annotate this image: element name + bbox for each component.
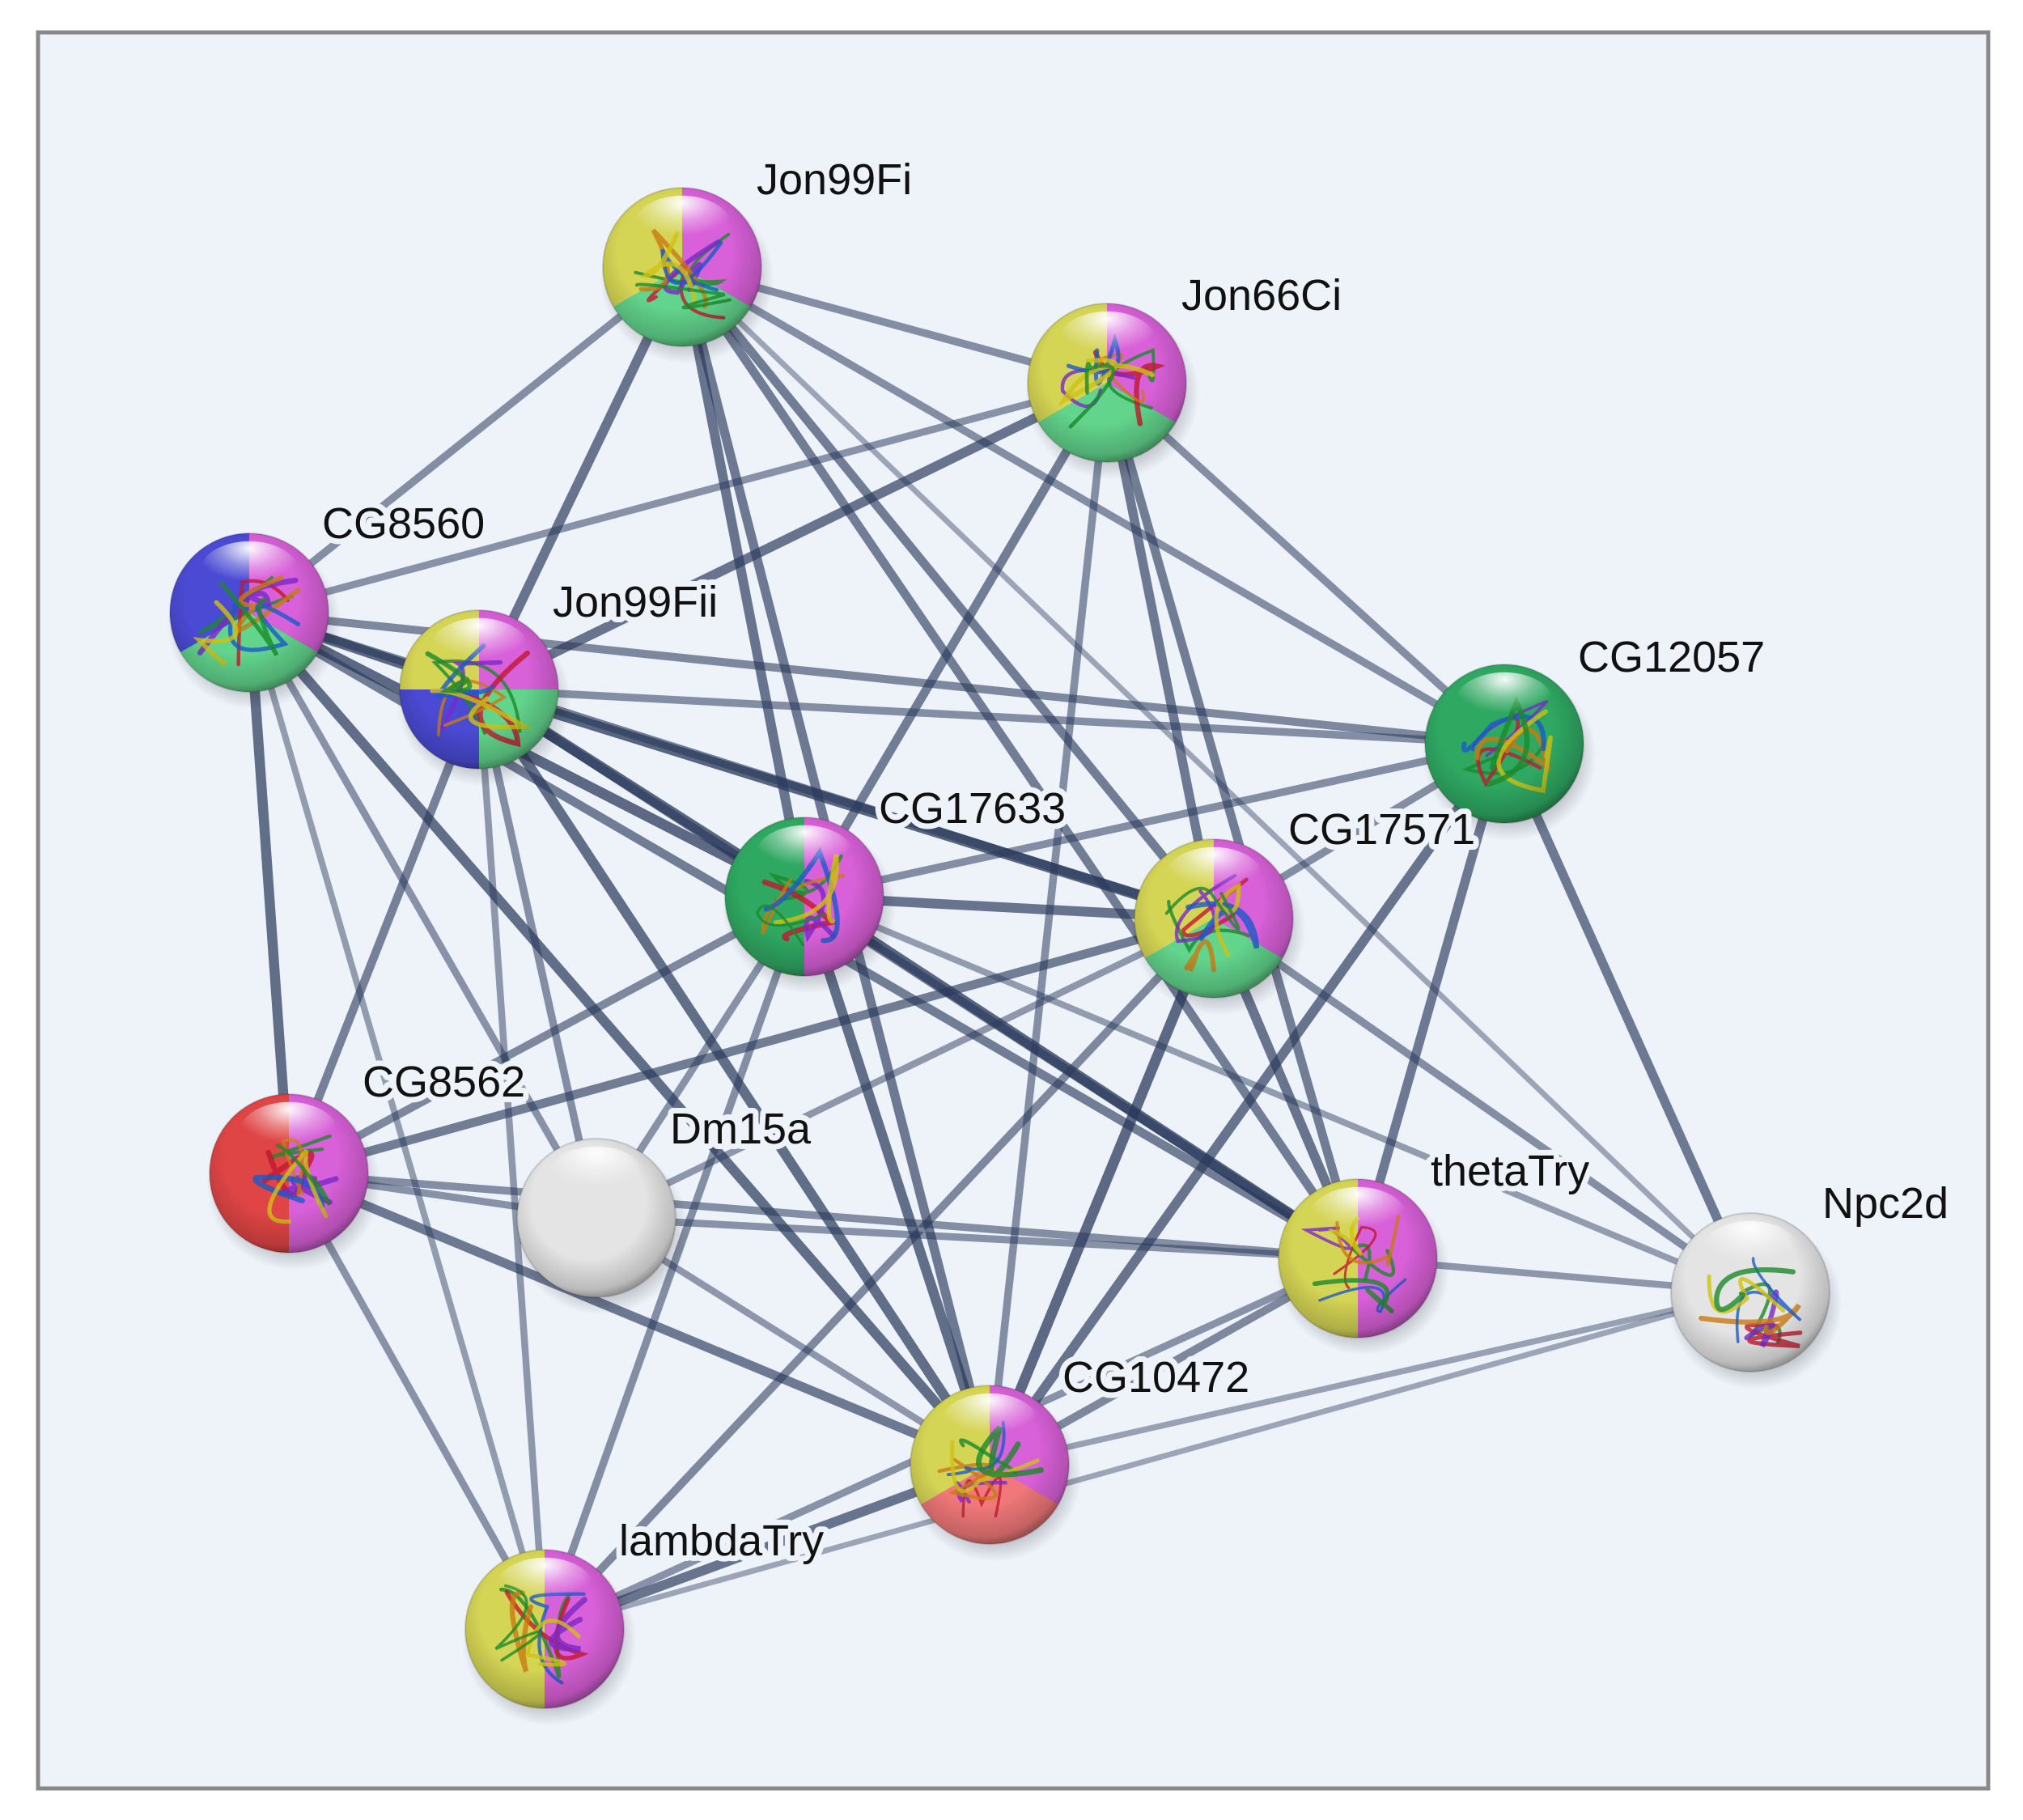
node-body — [725, 817, 884, 976]
node-outline — [724, 817, 884, 977]
node-CG8562[interactable]: CG8562 — [206, 1052, 531, 1271]
edge-CG17633-CG8562[interactable] — [285, 893, 808, 1177]
node-body — [1134, 839, 1293, 998]
node-Jon66Ci[interactable]: Jon66Ci — [1024, 265, 1347, 480]
node-highlight — [755, 825, 854, 886]
node-lambdaTry[interactable]: lambdaTry — [462, 1511, 829, 1726]
edge-CG12057-Npc2d[interactable] — [1499, 739, 1755, 1297]
edge-CG17571-CG10472[interactable] — [984, 913, 1219, 1470]
node-highlight — [240, 1101, 338, 1163]
node-highlight — [1455, 672, 1554, 733]
node-label: CG12057 — [1578, 633, 1765, 681]
node-body — [1425, 664, 1584, 823]
node-label: CG17571 — [1288, 805, 1475, 854]
edge-CG17571-lambdaTry[interactable] — [541, 914, 1218, 1633]
node-outline — [910, 1385, 1070, 1545]
node-outline — [1134, 838, 1294, 999]
edge-CG8560-Dm15a[interactable] — [245, 609, 600, 1222]
node-body — [170, 533, 329, 692]
edge-Jon99Fi-CG17633[interactable] — [677, 262, 809, 902]
node-label: lambdaTry — [619, 1517, 824, 1565]
node-outline — [209, 1093, 369, 1254]
node-highlight — [633, 195, 732, 257]
edge-CG17571-CG8562[interactable] — [284, 914, 1219, 1178]
edge-CG17633-thetaTry[interactable] — [799, 891, 1364, 1264]
node-label: Jon66Ci — [1181, 271, 1342, 320]
node-body — [1279, 1179, 1437, 1338]
node-body — [465, 1550, 624, 1708]
node-outline — [169, 532, 329, 693]
node-label: Dm15a — [670, 1105, 812, 1153]
edge-CG8560-CG10472[interactable] — [244, 607, 995, 1470]
node-outline — [602, 187, 762, 347]
edge-Jon99Fi-CG17571[interactable] — [677, 262, 1219, 923]
edge-CG8562-thetaTry[interactable] — [285, 1169, 1362, 1262]
node-Dm15a[interactable]: Dm15a — [514, 1099, 817, 1315]
node-body — [210, 1094, 368, 1253]
node-outline — [1670, 1212, 1830, 1372]
node-outline — [464, 1549, 625, 1709]
edge-Jon99Fii-CG10472[interactable] — [473, 684, 995, 1470]
node-CG12057[interactable]: CG12057 — [1422, 627, 1771, 841]
edge-CG17571-Npc2d[interactable] — [1210, 914, 1754, 1296]
node-highlight — [1308, 1186, 1407, 1248]
edge-Jon99Fi-CG8560[interactable] — [245, 263, 686, 617]
node-highlight — [430, 617, 528, 679]
edge-Jon66Ci-thetaTry[interactable] — [1102, 378, 1363, 1263]
node-outline — [1278, 1178, 1438, 1338]
edge-Jon66Ci-CG10472[interactable] — [986, 379, 1111, 1469]
edge-Jon99Fii-lambdaTry[interactable] — [475, 685, 549, 1633]
edge-Jon99Fii-CG17571[interactable] — [473, 684, 1219, 924]
edge-CG10472-Npc2d[interactable] — [986, 1289, 1754, 1468]
node-body — [400, 610, 558, 769]
edge-CG17571-Dm15a[interactable] — [592, 914, 1218, 1222]
edge-Jon99Fi-thetaTry[interactable] — [677, 262, 1363, 1263]
edge-CG12057-CG17633[interactable] — [800, 740, 1508, 901]
node-label: CG10472 — [1062, 1353, 1249, 1402]
edge-CG17633-Npc2d[interactable] — [801, 893, 1754, 1296]
node-highlight — [940, 1393, 1039, 1454]
node-label: Jon99Fi — [757, 155, 912, 204]
node-Npc2d[interactable]: Npc2d — [1668, 1173, 1954, 1389]
node-outline — [516, 1138, 676, 1298]
node-CG8560[interactable]: CG8560 — [167, 494, 490, 710]
node-label: Npc2d — [1822, 1179, 1949, 1228]
node-label: CG17633 — [879, 784, 1066, 833]
edge-CG8562-CG10472[interactable] — [284, 1169, 995, 1470]
nodes-layer: Jon99FiJon66CiCG8560Jon99FiiCG12057CG176… — [167, 150, 1954, 1726]
edge-lambdaTry-Npc2d[interactable] — [541, 1289, 1754, 1632]
node-highlight — [1701, 1220, 1800, 1282]
node-highlight — [1164, 846, 1263, 908]
node-highlight — [200, 541, 299, 602]
node-body — [1671, 1213, 1830, 1372]
node-Jon99Fi[interactable]: Jon99Fi — [600, 150, 918, 364]
edge-CG17633-CG10472[interactable] — [799, 891, 995, 1470]
node-outline — [399, 609, 559, 770]
node-CG17633[interactable]: CG17633 — [722, 778, 1071, 994]
node-CG17571[interactable]: CG17571 — [1131, 800, 1481, 1016]
node-body — [517, 1139, 676, 1297]
edge-Jon66Ci-CG8560[interactable] — [245, 379, 1111, 617]
edge-Jon66Ci-Jon99Fii[interactable] — [474, 378, 1112, 694]
node-body — [1028, 303, 1186, 462]
edge-CG8560-lambdaTry[interactable] — [246, 609, 548, 1632]
node-outline — [1424, 664, 1584, 824]
node-CG10472[interactable]: CG10472 — [907, 1347, 1255, 1562]
edge-Jon99Fii-CG12057[interactable] — [475, 685, 1508, 748]
node-body — [910, 1385, 1069, 1544]
node-label: Jon99Fii — [553, 578, 718, 626]
node-label: CG8560 — [322, 499, 485, 548]
node-highlight — [495, 1557, 594, 1618]
edge-Dm15a-thetaTry[interactable] — [592, 1214, 1362, 1262]
node-label: thetaTry — [1431, 1147, 1589, 1195]
node-Jon99Fii[interactable]: Jon99Fii — [397, 572, 723, 787]
node-outline — [1027, 303, 1187, 463]
node-thetaTry[interactable]: thetaTry — [1275, 1141, 1595, 1355]
node-label: CG8562 — [363, 1058, 525, 1106]
node-body — [603, 188, 761, 346]
node-highlight — [1058, 311, 1156, 372]
edge-CG12057-CG10472[interactable] — [985, 739, 1509, 1470]
node-highlight — [547, 1146, 646, 1207]
